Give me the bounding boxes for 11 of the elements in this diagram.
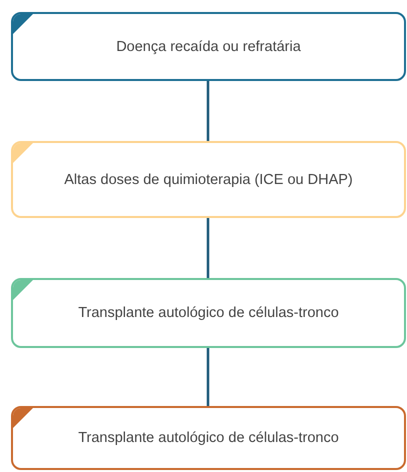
step-text: Altas doses de quimioterapia (ICE ou DHAP) (63, 172, 354, 188)
process-box (11, 406, 406, 470)
connector-line (206, 218, 210, 278)
process-box (11, 278, 406, 348)
connector-line (206, 348, 210, 406)
connector-line (206, 81, 210, 141)
step-text: Transplante autológico de células-tronco (77, 430, 340, 446)
process-box (11, 12, 406, 81)
step-text: Doença recaída ou refratária (115, 38, 302, 54)
step-text: Transplante autológico de células-tronco (77, 305, 340, 321)
process-box (11, 141, 406, 218)
